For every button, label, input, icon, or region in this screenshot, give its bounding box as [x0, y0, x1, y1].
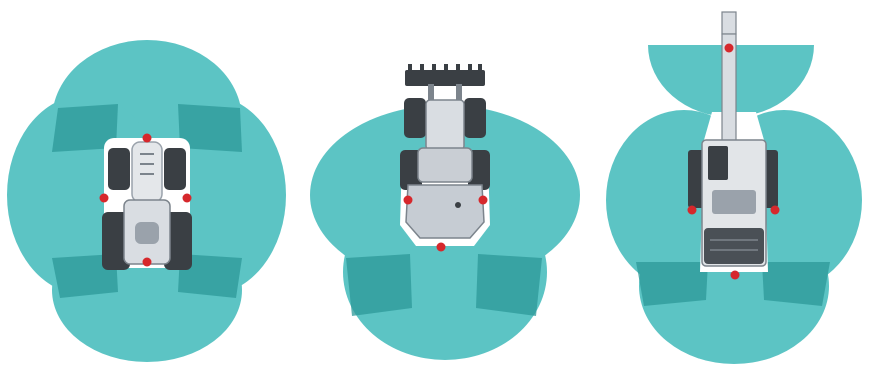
sensor-dot	[731, 271, 740, 280]
overlap-zone	[636, 262, 708, 306]
excavator-bucket	[722, 12, 736, 34]
overlap-zone	[346, 254, 412, 316]
tractor-front-wheel	[108, 148, 130, 190]
excavator-engine	[712, 190, 756, 214]
sensor-dot	[479, 196, 488, 205]
loader-front-wheel	[404, 98, 426, 138]
loader-front-wheel	[464, 98, 486, 138]
excavator-counterweight	[704, 228, 764, 264]
sensor-dot	[688, 206, 697, 215]
loader-machine	[400, 64, 490, 246]
sensor-dot	[183, 194, 192, 203]
tractor-seat	[135, 222, 159, 244]
tractor-panel	[7, 40, 286, 362]
loader-cab	[418, 148, 472, 182]
loader-bucket	[405, 70, 485, 86]
sensor-dot	[771, 206, 780, 215]
sensor-dot	[100, 194, 109, 203]
loader-front-frame	[426, 100, 464, 150]
sensor-dot	[404, 196, 413, 205]
sensor-dot	[143, 258, 152, 267]
excavator-cab	[708, 146, 728, 180]
loader-panel	[310, 64, 580, 360]
overlap-zone	[762, 262, 830, 306]
loader-engine-cover	[406, 185, 484, 238]
tractor-front-wheel	[164, 148, 186, 190]
sensor-dot	[437, 243, 446, 252]
overlap-zone	[476, 254, 542, 316]
sensor-dot	[143, 134, 152, 143]
tractor-machine	[102, 138, 192, 270]
sensor-dot	[725, 44, 734, 53]
tractor-hood	[132, 142, 162, 202]
excavator-panel	[606, 12, 862, 364]
